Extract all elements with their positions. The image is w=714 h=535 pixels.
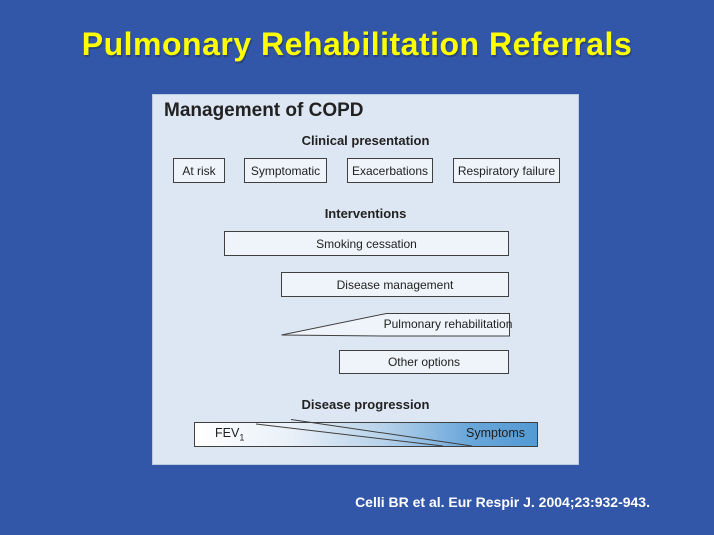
intervention-box-other-options: Other options xyxy=(339,350,509,374)
intervention-box-disease-management: Disease management xyxy=(281,272,509,297)
stage-box-exacerbations: Exacerbations xyxy=(347,158,433,183)
diagram-heading: Management of COPD xyxy=(164,100,364,121)
pulmonary-rehab-wedge-shape xyxy=(281,313,510,337)
intervention-box-smoking-cessation: Smoking cessation xyxy=(224,231,509,256)
stage-box-symptomatic: Symptomatic xyxy=(244,158,327,183)
symptoms-label: Symptoms xyxy=(466,426,526,440)
fev1-label: FEV1 xyxy=(215,426,245,443)
stage-box-respiratory-failure: Respiratory failure xyxy=(453,158,560,183)
intervention-box-pulmonary-rehabilitation: Pulmonary rehabilitation xyxy=(383,317,513,331)
section-label-interventions: Interventions xyxy=(324,206,407,221)
disease-progression-bar xyxy=(194,419,538,447)
copd-management-diagram: Management of COPD Clinical presentation… xyxy=(152,94,579,465)
stage-box-at-risk: At risk xyxy=(173,158,225,183)
section-label-disease-progression: Disease progression xyxy=(301,397,430,412)
section-label-clinical-presentation: Clinical presentation xyxy=(301,133,430,148)
slide-title: Pulmonary Rehabilitation Referrals xyxy=(81,26,633,62)
citation: Celli BR et al. Eur Respir J. 2004;23:93… xyxy=(355,494,650,510)
